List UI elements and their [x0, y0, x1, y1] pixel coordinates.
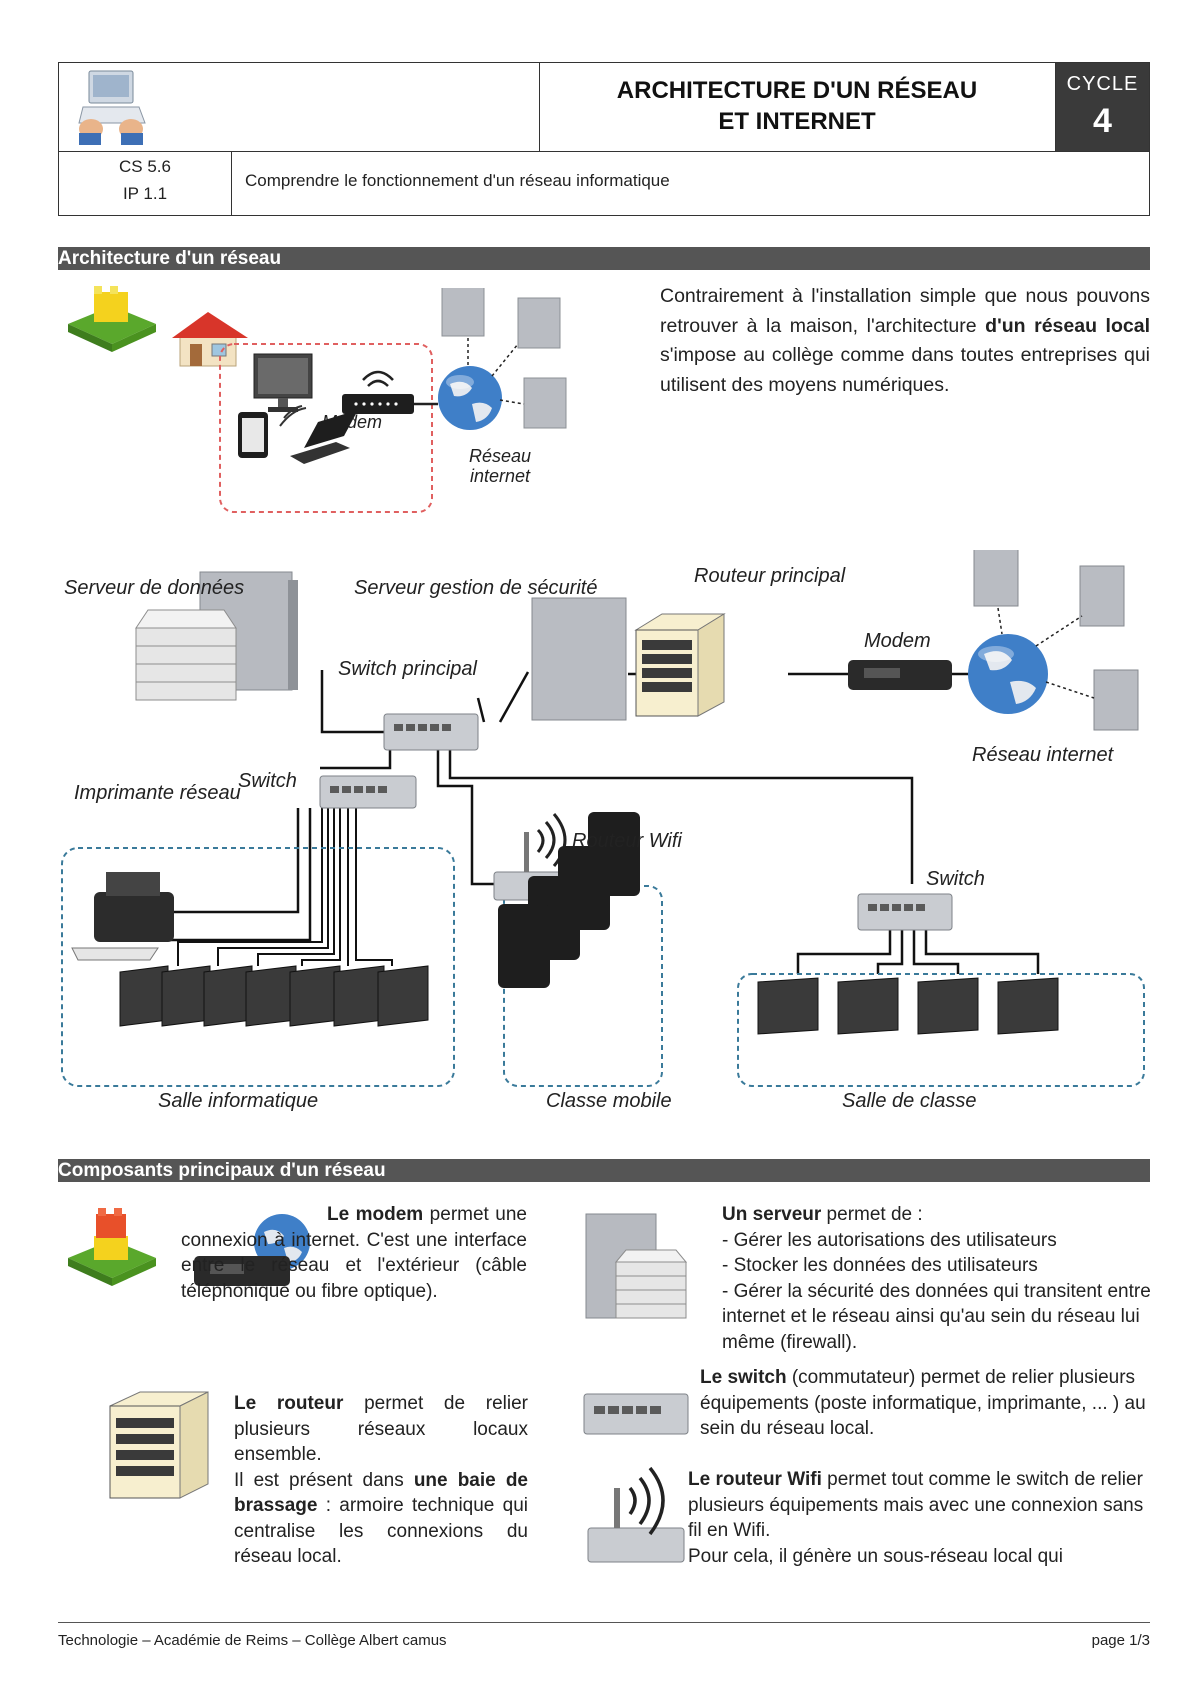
- switch-icon: [583, 1393, 689, 1435]
- server-icon: [585, 1213, 688, 1319]
- main-switch-icon: [383, 713, 479, 751]
- footer-divider: [58, 1622, 1150, 1623]
- label-classe-mobile: Classe mobile: [546, 1090, 672, 1112]
- page-number: page 1/3: [1091, 1632, 1150, 1649]
- switch-description: Le switch (commutateur) permet de relier…: [700, 1367, 1146, 1439]
- home-network-diagram: Modem: [219, 288, 567, 513]
- header-table: ARCHITECTURE D'UN RÉSEAU ET INTERNET CYC…: [58, 62, 1150, 216]
- serveur-item: - Gérer les autorisations des utilisateu…: [722, 1229, 1057, 1251]
- modem-description: Le modem permet une connexion à internet…: [181, 1204, 527, 1302]
- router-cabinet-icon: [634, 613, 726, 717]
- school-network-diagram: [61, 550, 1145, 1087]
- routeur-cabinet-icon: [109, 1391, 209, 1499]
- lego-blocks-icon-2: [68, 1208, 156, 1286]
- serveur-description: Un serveur permet de : - Gérer les autor…: [722, 1202, 1152, 1355]
- house-icon: [172, 312, 248, 367]
- internet-servers-icon: [973, 550, 1139, 731]
- competence-text: Comprendre le fonctionnement d'un réseau…: [245, 171, 670, 190]
- label-salle-informatique: Salle informatique: [158, 1090, 319, 1112]
- label-modem: Modem: [864, 630, 931, 652]
- label-reseau-internet: Réseau internet: [972, 744, 1114, 766]
- globe-icon: [968, 634, 1048, 714]
- routeur-description: Le routeur permet de relier plusieurs ré…: [234, 1393, 529, 1567]
- modem-globe-icon: [194, 1214, 310, 1286]
- salle-informatique-monitors: [119, 965, 429, 1027]
- lego-blocks-icon: [68, 286, 156, 352]
- page-title: ARCHITECTURE D'UN RÉSEAU ET INTERNET: [616, 77, 978, 135]
- footer-left: Technologie – Académie de Reims – Collèg…: [58, 1632, 447, 1649]
- data-server-icon: [135, 571, 298, 701]
- label-switch-right: Switch: [926, 868, 985, 890]
- wifi-router-icon-2: [587, 1466, 685, 1563]
- label-salle-de-classe: Salle de classe: [842, 1090, 977, 1112]
- internet-servers: [441, 288, 567, 429]
- home-internet-label: Réseau internet: [468, 446, 532, 486]
- salle-de-classe-monitors: [757, 977, 1059, 1035]
- label-routeur-principal: Routeur principal: [694, 565, 846, 587]
- modem-icon: [848, 660, 952, 690]
- security-server-icon: [531, 597, 627, 721]
- laptop-hands-icon: [78, 70, 146, 145]
- serveur-item: - Gérer la sécurité des données qui tran…: [722, 1280, 1151, 1353]
- section-title-architecture: Architecture d'un réseau: [58, 247, 1150, 270]
- label-serveur-securite: Serveur gestion de sécurité: [354, 577, 598, 599]
- competence-codes: CS 5.6 IP 1.1: [119, 157, 171, 203]
- left-switch-icon: [319, 775, 417, 809]
- classe-mobile-tablets: [498, 812, 640, 988]
- label-switch-left: Switch: [238, 770, 297, 792]
- section-title-composants: Composants principaux d'un réseau: [58, 1159, 1150, 1182]
- printer-icon: [71, 872, 174, 961]
- wifi-description: Le routeur Wifi permet tout comme le swi…: [688, 1469, 1144, 1567]
- intro-paragraph: Contrairement à l'installation simple qu…: [660, 285, 1150, 396]
- label-switch-principal: Switch principal: [338, 658, 477, 680]
- label-routeur-wifi: Routeur Wifi: [572, 830, 682, 852]
- cycle-badge: CYCLE 4: [1056, 63, 1149, 151]
- label-imprimante: Imprimante réseau: [74, 782, 241, 804]
- serveur-item: - Stocker les données des utilisateurs: [722, 1255, 1038, 1276]
- label-serveur-donnees: Serveur de données: [64, 577, 245, 599]
- right-switch-icon: [857, 893, 953, 931]
